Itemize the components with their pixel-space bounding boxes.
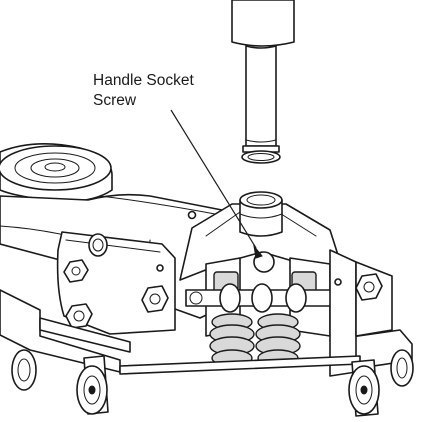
right-side-plate: [329, 249, 393, 377]
saddle: [0, 143, 113, 203]
left-front-wheel: [76, 355, 109, 415]
pump-springs: [209, 313, 301, 367]
callout-label-line1: Handle Socket: [93, 72, 195, 89]
left-bolts: [63, 233, 169, 329]
socket-screw: [253, 244, 275, 273]
leader-line: [170, 109, 257, 249]
callout: Handle Socket Screw: [93, 72, 257, 249]
right-rear-wheel: [390, 349, 414, 387]
callout-label-line2: Screw: [93, 92, 137, 109]
left-rear-wheel: [11, 349, 37, 391]
right-front-wheel: [348, 359, 380, 417]
handle-tube: [231, 0, 295, 164]
